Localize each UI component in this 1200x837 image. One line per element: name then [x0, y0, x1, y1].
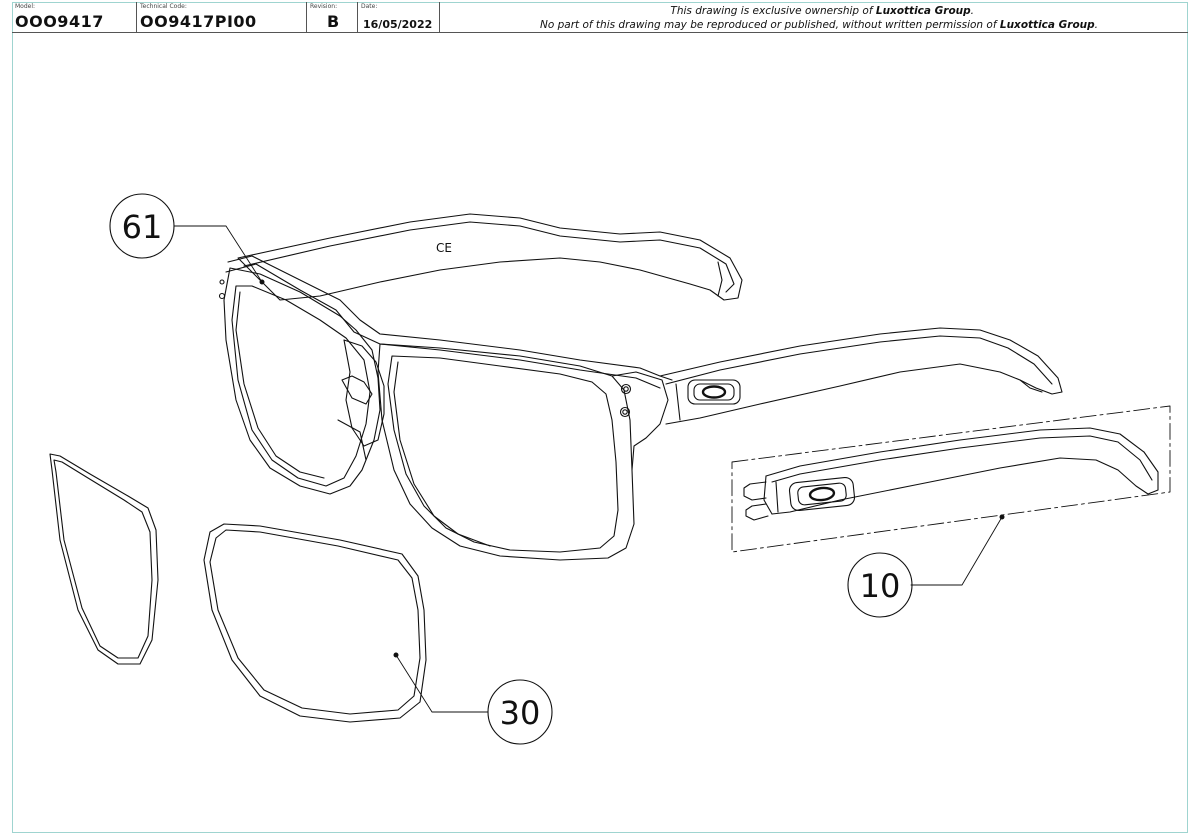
- technical-code-label: Technical Code:: [140, 3, 187, 10]
- notice-line-2: No part of this drawing may be reproduce…: [539, 19, 1098, 31]
- revision-cell: Revision: B: [307, 2, 358, 33]
- exploded-temple: [731, 405, 1171, 553]
- model-cell: Model: OOO9417: [12, 2, 137, 33]
- revision-value: B: [327, 12, 340, 31]
- technical-code-value: OO9417PI00: [140, 12, 257, 31]
- drawing-frame: [12, 2, 1188, 833]
- callout-circle-10: [847, 552, 913, 618]
- callout-number-30: 30: [500, 694, 541, 732]
- near-temple: [659, 327, 1063, 425]
- model-value: OOO9417: [15, 12, 104, 31]
- technical-code-cell: Technical Code: OO9417PI00: [137, 2, 307, 33]
- front-frame: [218, 255, 673, 561]
- date-label: Date:: [361, 3, 378, 10]
- callout-circle-30: [487, 679, 553, 745]
- notice-line-1: This drawing is exclusive ownership of L…: [670, 5, 974, 17]
- exploded-lenses: [49, 453, 427, 723]
- date-value: 16/05/2022: [363, 18, 433, 31]
- ce-marking: CE: [436, 241, 452, 255]
- ownership-notice: This drawing is exclusive ownership of L…: [452, 2, 1188, 33]
- callout-number-61: 61: [122, 208, 163, 246]
- ce-mark-text: CE: [436, 241, 452, 255]
- model-label: Model:: [15, 3, 36, 10]
- revision-label: Revision:: [310, 3, 338, 10]
- callout-number-10: 10: [860, 567, 901, 605]
- title-block: Model: OOO9417 Technical Code: OO9417PI0…: [12, 2, 1188, 33]
- far-temple: [237, 213, 743, 301]
- date-cell: Date: 16/05/2022: [358, 2, 440, 33]
- callout-circle-61: [109, 193, 175, 259]
- leader-lines: [173, 225, 1003, 713]
